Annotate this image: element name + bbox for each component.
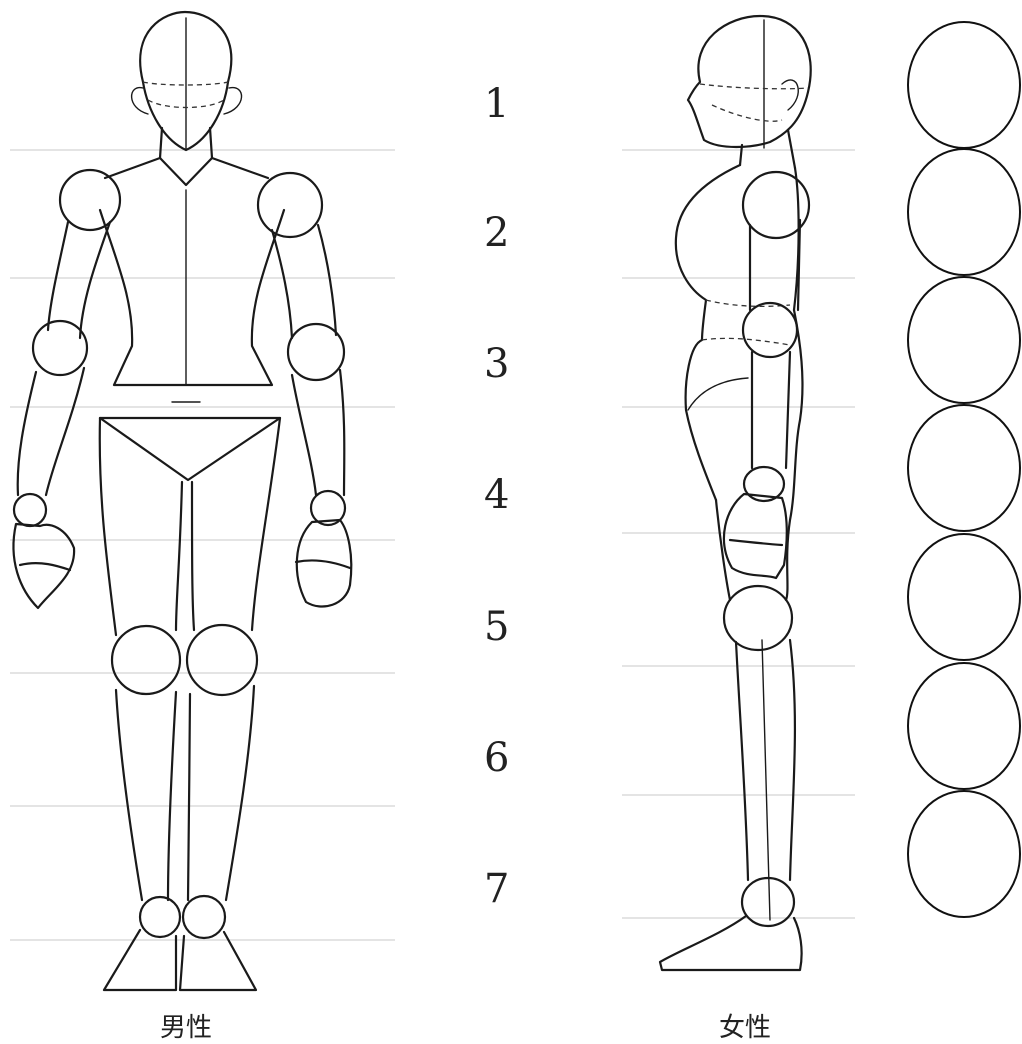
female-ear xyxy=(782,80,798,110)
head-unit-number: 4 xyxy=(484,472,509,518)
male-forearm-left xyxy=(18,368,84,495)
female-pelvis-line xyxy=(688,378,748,410)
male-hand-left xyxy=(13,524,74,608)
head-unit-number: 7 xyxy=(484,866,509,912)
head-circle xyxy=(908,405,1020,531)
male-knee-right xyxy=(187,625,257,695)
male-leg-outer xyxy=(100,418,280,635)
head-circle xyxy=(908,277,1020,403)
head-circle xyxy=(908,663,1020,789)
male-torso xyxy=(100,158,284,385)
male-ankle-left xyxy=(140,897,180,937)
head-unit-number: 1 xyxy=(484,81,509,127)
female-ankle xyxy=(742,878,794,926)
male-foot-left xyxy=(104,930,176,990)
female-elbow xyxy=(743,303,797,357)
male-shin-left xyxy=(116,690,176,900)
male-shoulder-left xyxy=(60,170,120,230)
head-unit-number: 3 xyxy=(484,341,509,387)
male-upperarm-right xyxy=(272,225,336,338)
head-unit-number: 2 xyxy=(484,210,509,256)
male-shoulder-right xyxy=(258,173,322,237)
head-circle xyxy=(908,22,1020,148)
female-forearm xyxy=(752,352,790,468)
female-jaw-line xyxy=(712,105,782,121)
female-torso xyxy=(676,165,799,500)
male-elbow-left xyxy=(33,321,87,375)
female-back xyxy=(786,310,802,600)
male-figure xyxy=(13,12,351,990)
head-circle xyxy=(908,149,1020,275)
male-hand-right xyxy=(296,520,351,607)
head-unit-numbers: 1 2 3 4 5 6 7 xyxy=(484,81,509,912)
male-pelvis xyxy=(100,418,280,480)
male-shin-right xyxy=(188,686,254,900)
male-leg-inner xyxy=(176,482,194,630)
male-knee-left xyxy=(112,626,180,694)
male-wrist-left xyxy=(14,494,46,526)
female-eye-line xyxy=(700,84,808,89)
male-elbow-right xyxy=(288,324,344,380)
female-neck xyxy=(740,130,795,168)
guide-lines xyxy=(10,150,855,940)
male-caption: 男性 xyxy=(160,1013,212,1043)
head-circle-stack xyxy=(908,22,1020,917)
male-ankle-right xyxy=(183,896,225,938)
female-figure xyxy=(660,16,811,970)
head-unit-number: 6 xyxy=(484,735,509,781)
female-caption: 女性 xyxy=(719,1013,771,1043)
male-foot-right xyxy=(180,932,256,990)
head-circle xyxy=(908,791,1020,917)
female-hand xyxy=(724,494,787,578)
female-head xyxy=(688,16,811,147)
female-knee xyxy=(724,586,792,650)
head-unit-number: 5 xyxy=(484,604,509,650)
male-forearm-right xyxy=(292,370,344,495)
head-circle xyxy=(908,534,1020,660)
